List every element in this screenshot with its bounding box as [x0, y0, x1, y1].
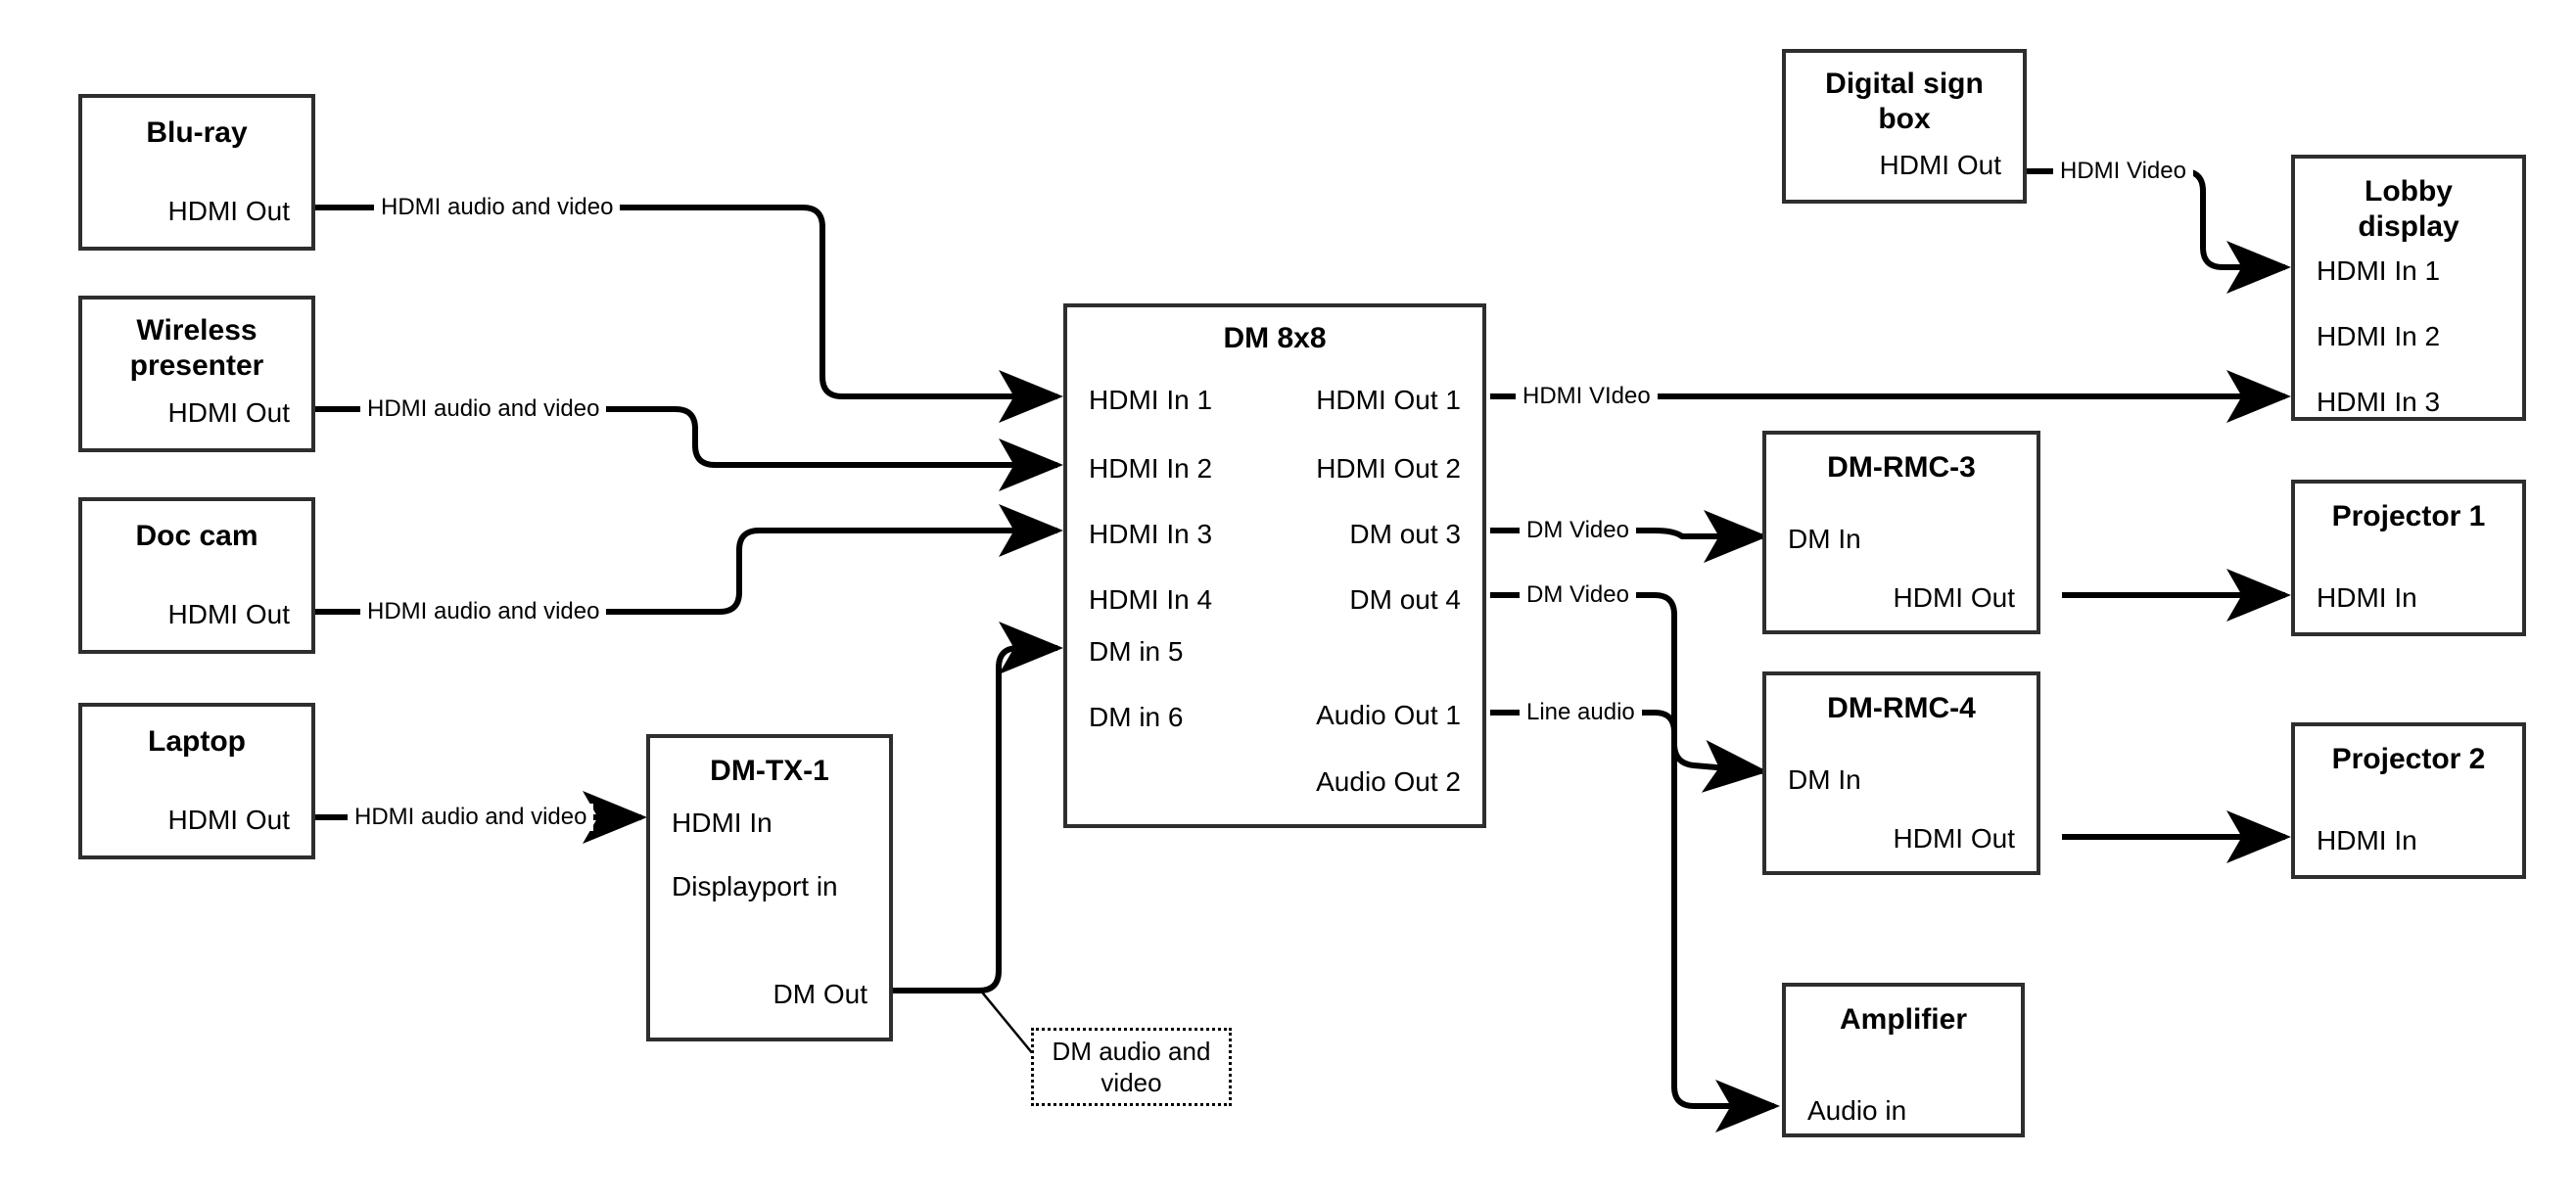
callout-dm-audio-and-video: DM audio and video: [1031, 1028, 1232, 1106]
node-digital-sign-box[interactable]: Digital sign box HDMI Out: [1782, 49, 2027, 204]
node-dm-rmc-4-port-hdmi-out: HDMI Out: [1893, 823, 2015, 854]
node-doc-cam-port-hdmi-out: HDMI Out: [167, 599, 290, 629]
edge-label-wireless-to-hdmi-in-2: HDMI audio and video: [360, 395, 607, 423]
node-digital-sign-box-port-hdmi-out: HDMI Out: [1879, 150, 2001, 180]
edge-label-doccam-to-hdmi-in-3: HDMI audio and video: [360, 598, 607, 625]
node-dm-rmc-4-port-dm-in: DM In: [1788, 764, 1861, 795]
node-doc-cam-title: Doc cam: [135, 520, 258, 552]
node-laptop[interactable]: Laptop HDMI Out: [78, 703, 315, 859]
node-bluray[interactable]: Blu-ray HDMI Out: [78, 94, 315, 251]
node-wireless-presenter-title: Wireless presenter: [129, 314, 264, 382]
node-lobby-display-title: Lobby display: [2358, 175, 2459, 243]
node-dm-tx-1-port-dm-out: DM Out: [773, 979, 867, 1009]
node-wireless-presenter-port-hdmi-out: HDMI Out: [167, 397, 290, 428]
node-dm-8x8-input-dm-in-5: DM in 5: [1089, 636, 1184, 667]
node-laptop-title: Laptop: [148, 725, 246, 758]
edge-label-signbox-to-lobby: HDMI Video: [2053, 158, 2193, 185]
node-projector-2[interactable]: Projector 2 HDMI In: [2291, 722, 2526, 879]
edge-label-audio-out-1-to-amplifier: Line audio: [1520, 699, 1642, 726]
node-bluray-title: Blu-ray: [146, 116, 248, 149]
node-lobby-display[interactable]: Lobby display HDMI In 1 HDMI In 2 HDMI I…: [2291, 155, 2526, 421]
edge-label-bluray-to-hdmi-in-1: HDMI audio and video: [374, 194, 621, 221]
node-dm-8x8-input-hdmi-in-1: HDMI In 1: [1089, 385, 1213, 415]
node-dm-8x8-output-audio-out-1: Audio Out 1: [1316, 700, 1461, 730]
node-dm-8x8-output-hdmi-out-1: HDMI Out 1: [1316, 385, 1461, 415]
node-projector-2-title: Projector 2: [2331, 743, 2486, 775]
node-projector-2-port-hdmi-in: HDMI In: [2317, 825, 2417, 855]
node-dm-8x8-title: DM 8x8: [1223, 322, 1327, 354]
node-dm-8x8-input-hdmi-in-4: HDMI In 4: [1089, 584, 1213, 615]
node-dm-rmc-4[interactable]: DM-RMC-4 DM In HDMI Out: [1762, 671, 2040, 875]
node-dm-rmc-4-title: DM-RMC-4: [1827, 692, 1976, 724]
node-lobby-display-port-hdmi-in-3: HDMI In 3: [2317, 387, 2441, 417]
node-amplifier[interactable]: Amplifier Audio in: [1782, 983, 2025, 1137]
node-lobby-display-port-hdmi-in-2: HDMI In 2: [2317, 321, 2441, 351]
node-dm-tx-1-port-displayport-in: Displayport in: [672, 871, 838, 901]
edge-label-dm-out-3-to-rmc-3: DM Video: [1520, 517, 1636, 544]
node-dm-8x8-output-dm-out-4: DM out 4: [1349, 584, 1461, 615]
node-projector-1[interactable]: Projector 1 HDMI In: [2291, 480, 2526, 636]
node-dm-8x8-output-audio-out-2: Audio Out 2: [1316, 766, 1461, 797]
node-dm-8x8-input-dm-in-6: DM in 6: [1089, 702, 1184, 732]
edge-label-laptop-to-dm-tx-1: HDMI audio and video: [348, 804, 594, 831]
node-dm-tx-1-title: DM-TX-1: [710, 755, 829, 787]
node-dm-8x8-input-hdmi-in-3: HDMI In 3: [1089, 519, 1213, 549]
node-dm-8x8[interactable]: DM 8x8 HDMI In 1 HDMI In 2 HDMI In 3 HDM…: [1063, 303, 1486, 828]
node-amplifier-title: Amplifier: [1839, 1003, 1968, 1036]
node-dm-8x8-output-dm-out-3: DM out 3: [1349, 519, 1461, 549]
node-bluray-port-hdmi-out: HDMI Out: [167, 196, 290, 226]
node-wireless-presenter[interactable]: Wireless presenter HDMI Out: [78, 296, 315, 452]
node-dm-rmc-3[interactable]: DM-RMC-3 DM In HDMI Out: [1762, 431, 2040, 634]
node-projector-1-port-hdmi-in: HDMI In: [2317, 582, 2417, 613]
node-laptop-port-hdmi-out: HDMI Out: [167, 805, 290, 835]
node-dm-rmc-3-port-hdmi-out: HDMI Out: [1893, 582, 2015, 613]
node-dm-rmc-3-port-dm-in: DM In: [1788, 524, 1861, 554]
edge-label-dm-out-4-to-rmc-4: DM Video: [1520, 581, 1636, 609]
node-dm-rmc-3-title: DM-RMC-3: [1827, 451, 1976, 484]
node-dm-tx-1-port-hdmi-in: HDMI In: [672, 808, 773, 838]
node-doc-cam[interactable]: Doc cam HDMI Out: [78, 497, 315, 654]
node-dm-8x8-output-hdmi-out-2: HDMI Out 2: [1316, 453, 1461, 484]
node-dm-tx-1[interactable]: DM-TX-1 HDMI In Displayport in DM Out: [646, 734, 893, 1041]
edge-label-hdmi-out-1-to-lobby-3: HDMI VIdeo: [1516, 383, 1658, 410]
node-digital-sign-box-title: Digital sign box: [1825, 68, 1984, 135]
node-dm-8x8-input-hdmi-in-2: HDMI In 2: [1089, 453, 1213, 484]
node-lobby-display-port-hdmi-in-1: HDMI In 1: [2317, 255, 2441, 286]
node-projector-1-title: Projector 1: [2331, 500, 2486, 532]
node-amplifier-port-audio-in: Audio in: [1807, 1095, 1907, 1126]
